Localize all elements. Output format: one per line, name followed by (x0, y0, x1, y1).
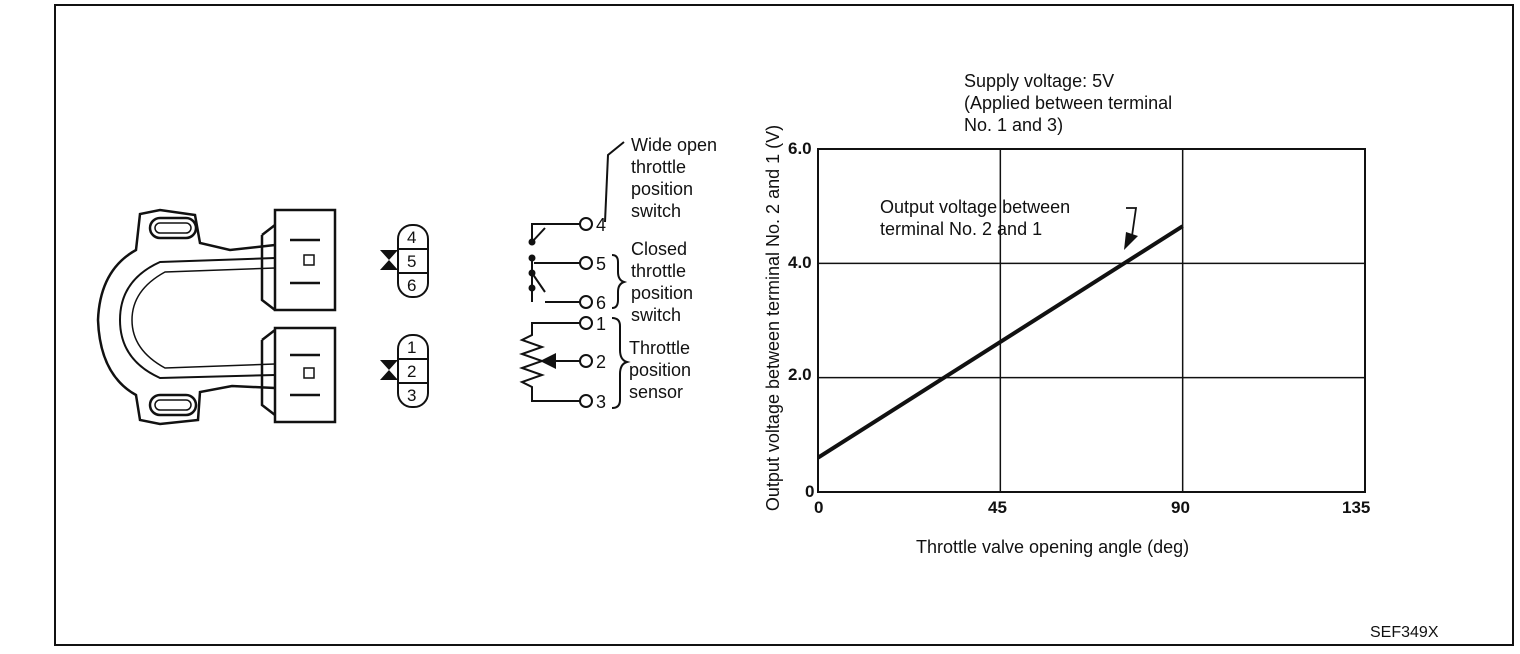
annotation-arrow-icon (1124, 232, 1138, 250)
connector-pin-1: 1 (407, 338, 417, 357)
terminal-5: 5 (596, 254, 607, 274)
y-tick-label: 0 (805, 482, 815, 501)
connector-upper (380, 224, 429, 298)
label-line: switch (631, 201, 682, 221)
connector-pin-3: 3 (407, 386, 417, 405)
series-line (816, 224, 1184, 460)
connector-pin-4: 4 (407, 228, 417, 247)
annotation-line: Output voltage between (880, 197, 1071, 217)
sensor-body (96, 208, 337, 426)
label-line: switch (631, 305, 682, 325)
note-line: Supply voltage: 5V (964, 71, 1115, 91)
connector-pin-5: 5 (407, 252, 417, 271)
x-tick-label: 90 (1171, 498, 1190, 517)
wiper-arrow-icon (540, 353, 556, 369)
annotation-line: terminal No. 2 and 1 (880, 219, 1043, 239)
y-tick-label: 2.0 (788, 365, 812, 384)
terminal-4: 4 (596, 215, 607, 235)
terminal-6: 6 (596, 293, 607, 313)
note-line: (Applied between terminal (964, 93, 1173, 113)
terminal-2: 2 (596, 352, 607, 372)
terminal-3: 3 (596, 392, 607, 412)
note-line: No. 1 and 3) (964, 115, 1064, 135)
connector-lower (380, 334, 429, 408)
y-axis-label: Output voltage between terminal No. 2 an… (763, 124, 783, 512)
connector-pin-2: 2 (407, 362, 417, 381)
circuit-schematic (518, 141, 631, 409)
chart (816, 148, 1366, 493)
connector-pin-6: 6 (407, 276, 417, 295)
chart-annotation: Output voltage between terminal No. 2 an… (880, 196, 1070, 240)
circuit-dots (528, 238, 556, 369)
label-line: position (631, 283, 694, 303)
figure-code: SEF349X (1370, 624, 1439, 641)
figure-frame (54, 4, 1514, 646)
connector-latch-icon (380, 360, 398, 380)
x-axis-label: Throttle valve opening angle (deg) (916, 537, 1190, 557)
x-tick-label: 45 (988, 498, 1007, 517)
connector-latch-icon (380, 250, 398, 270)
label-line: position (629, 360, 692, 380)
label-line: Closed (631, 239, 688, 259)
label-line: throttle (631, 157, 687, 177)
x-tick-label: 0 (814, 498, 824, 517)
annotation-leader (1126, 207, 1138, 237)
sensor-label: Throttle position sensor (629, 337, 691, 403)
wide-open-switch-label: Wide open throttle position switch (631, 134, 717, 222)
terminal-1: 1 (596, 314, 607, 334)
label-line: Wide open (631, 135, 718, 155)
y-tick-label: 4.0 (788, 253, 812, 272)
closed-switch-label: Closed throttle position switch (631, 238, 693, 326)
chart-note: Supply voltage: 5V (Applied between term… (964, 70, 1172, 136)
x-tick-label: 135 (1342, 498, 1371, 517)
label-line: throttle (631, 261, 687, 281)
y-tick-label: 6.0 (788, 139, 812, 158)
plot-area (817, 148, 1366, 493)
label-line: sensor (629, 382, 684, 402)
label-line: position (631, 179, 694, 199)
label-line: Throttle (629, 338, 691, 358)
